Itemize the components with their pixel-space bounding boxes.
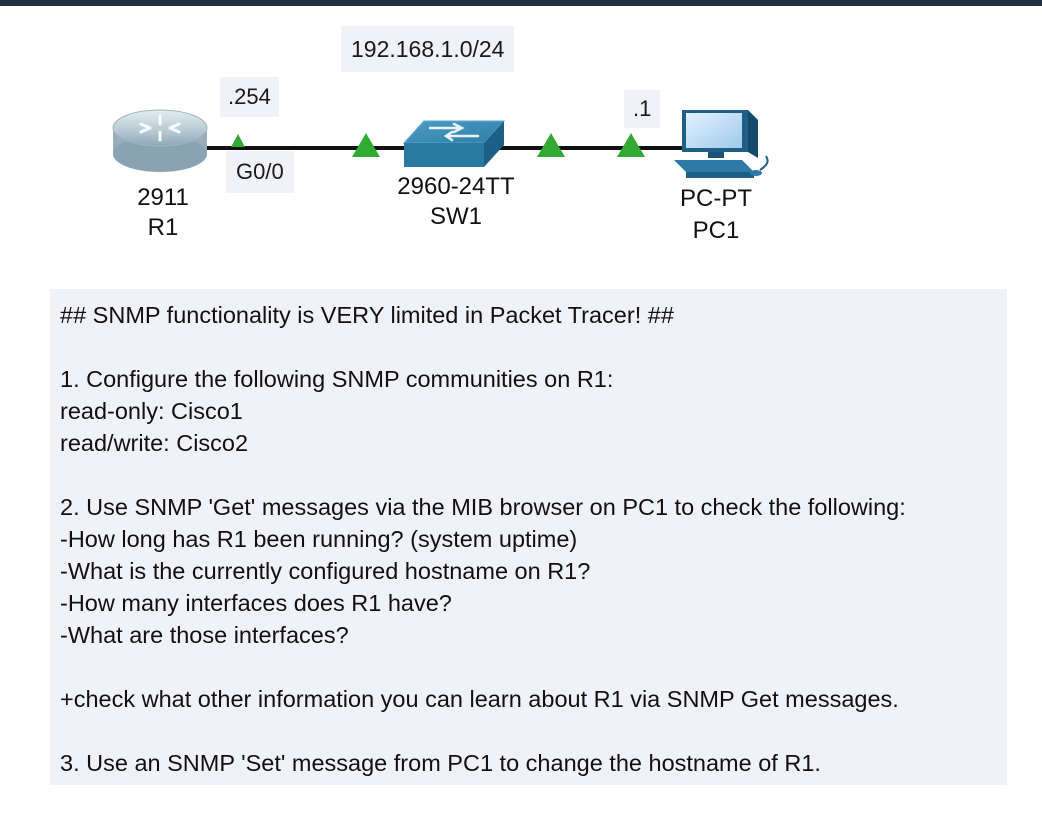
instruction-line: 3. Use an SNMP 'Set' message from PC1 to…	[60, 750, 821, 776]
r1-interface-label[interactable]: G0/0	[226, 151, 294, 193]
pc-icon[interactable]	[674, 110, 769, 178]
sw1-model-label: 2960-24TT	[397, 173, 515, 200]
pc1-name-label: PC1	[692, 217, 740, 244]
instruction-line	[60, 715, 1007, 747]
instruction-line: -How long has R1 been running? (system u…	[60, 526, 578, 552]
instruction-line: -What are those interfaces?	[60, 622, 349, 648]
instruction-line: read/write: Cisco2	[60, 430, 249, 456]
instruction-line: ## SNMP functionality is VERY limited in…	[60, 302, 674, 328]
link-status-indicator	[617, 133, 645, 157]
instruction-line	[60, 459, 1007, 491]
instruction-line: read-only: Cisco1	[60, 398, 243, 424]
window-top-bar	[0, 0, 1042, 6]
link-status-indicator	[537, 133, 565, 157]
instruction-line: -How many interfaces does R1 have?	[60, 590, 452, 616]
link-status-indicator	[231, 134, 245, 147]
instruction-line: 1. Configure the following SNMP communit…	[60, 366, 614, 392]
router-icon[interactable]	[112, 109, 208, 172]
instruction-line	[60, 651, 1007, 683]
subnet-label[interactable]: 192.168.1.0/24	[341, 26, 515, 72]
instructions-note[interactable]: ## SNMP functionality is VERY limited in…	[50, 289, 1007, 785]
pc1-model-label: PC-PT	[680, 185, 752, 212]
r1-ip-label[interactable]: .254	[220, 77, 279, 117]
sw1-name-label: SW1	[429, 203, 482, 230]
r1-name-label: R1	[147, 214, 179, 241]
link-status-indicator	[352, 133, 380, 157]
instruction-line	[60, 331, 1007, 363]
instruction-line: -What is the currently configured hostna…	[60, 558, 591, 584]
network-topology-canvas	[112, 109, 769, 178]
pc1-ip-label[interactable]: .1	[624, 90, 661, 128]
r1-model-label: 2911	[137, 184, 189, 211]
instruction-line: 2. Use SNMP 'Get' messages via the MIB b…	[60, 494, 906, 520]
switch-icon[interactable]	[402, 120, 506, 167]
instruction-line: +check what other information you can le…	[60, 686, 899, 712]
